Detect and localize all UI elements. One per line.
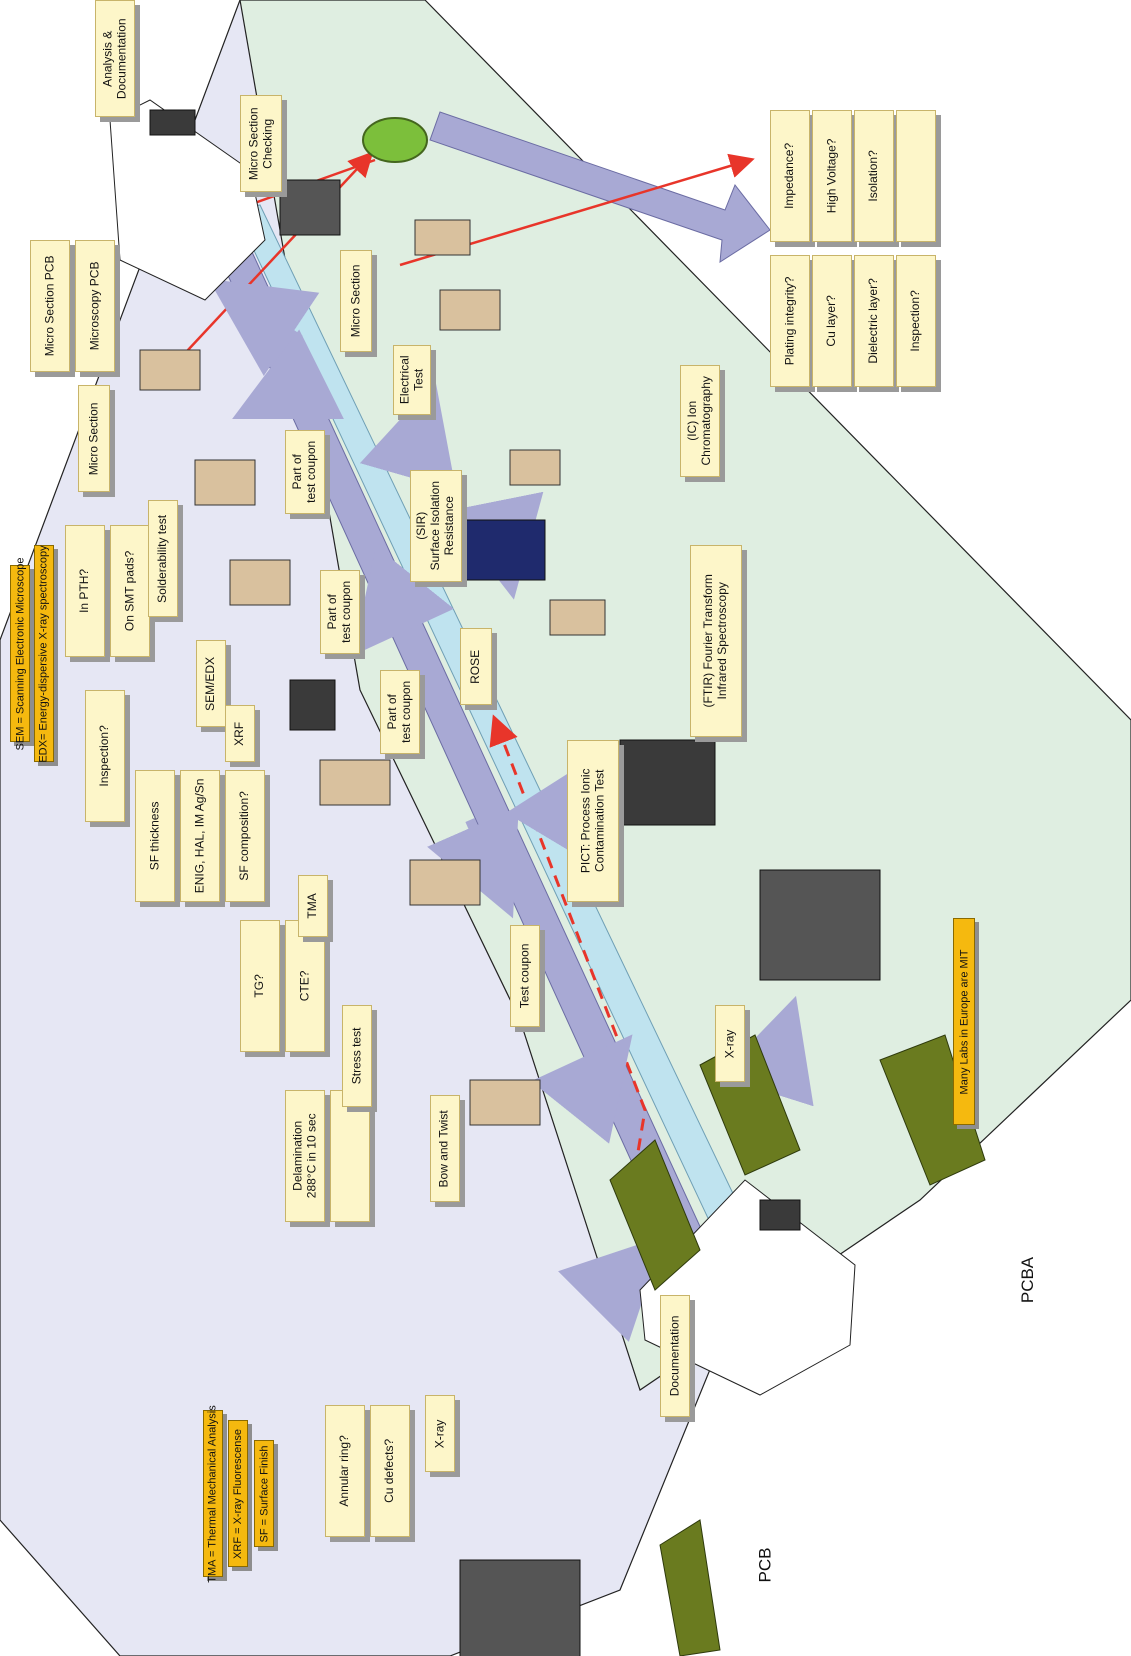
desk-4 [319, 759, 391, 806]
desk-2 [194, 459, 256, 506]
legend-tma: TMA = Thermal Mechanical Analysis [203, 1405, 223, 1582]
station-documentation: Documentation [660, 1295, 690, 1417]
q-microscopy-pcb: Microscopy PCB [75, 240, 115, 372]
station-ion-chromatography: (IC) Ion Chromatography [680, 365, 720, 477]
desk-1 [139, 349, 201, 391]
q-dielectric-layer: Dielectric layer? [854, 255, 894, 387]
station-pict: PICT: Process Ionic Contamination Test [567, 740, 619, 902]
documentation-equipment [759, 1199, 801, 1231]
pcb-board-4 [659, 1519, 721, 1656]
station-xray-right: X-ray [715, 1005, 745, 1082]
legend-mit: Many Labs in Europe are MIT [953, 918, 975, 1125]
pcba-lab-floor [239, 0, 1131, 1391]
q-in-pth: In PTH? [65, 525, 105, 657]
section-pcb: PCB [755, 1547, 775, 1583]
q-inspection-left: Inspection? [85, 690, 125, 822]
station-solderability-test: Solderability test [148, 500, 178, 617]
analysis-equipment [149, 109, 196, 136]
red-dashed-path [489, 714, 647, 1171]
q-plating-integrity: Plating integrity? [770, 255, 810, 387]
station-sir: (SIR) Surface Isolation Resistance [410, 470, 462, 582]
station-sem-edx: SEM/EDX [196, 640, 226, 727]
pcb-board-1 [609, 1139, 701, 1291]
legend-sem: SEM = Scanning Electronic Microscope [10, 557, 30, 750]
section-pcba: PCBA [1018, 1256, 1038, 1304]
desk-9 [509, 449, 561, 486]
analysis-room [109, 99, 266, 301]
micro-section-checking-equipment [279, 179, 341, 236]
legend-edx: EDX= Energy-dispersive X-ray spectroscop… [34, 545, 54, 762]
q-annular-ring: Annular ring? [325, 1405, 365, 1537]
desk-8 [439, 289, 501, 331]
q-tg: TG? [240, 920, 280, 1052]
q-impedance: Impedance? [770, 110, 810, 242]
station-rose: ROSE [460, 628, 492, 705]
q-isolation: Isolation? [854, 110, 894, 242]
desk-6 [469, 1079, 541, 1126]
q-delamination: Delamination 288°C in 10 sec [285, 1090, 325, 1222]
station-micro-section-top: Micro Section [78, 385, 110, 492]
xray-right-machine [759, 869, 881, 981]
station-part-coupon-1: Part of test coupon [285, 430, 325, 514]
big-arrow [429, 111, 771, 263]
legend-xrf: XRF = X-ray Fluorescense [228, 1420, 248, 1567]
station-tma: TMA [298, 875, 328, 937]
station-stress-test: Stress test [342, 1005, 372, 1107]
q-cu-layer: Cu layer? [812, 255, 852, 387]
desk-7 [414, 219, 471, 256]
q-blank-right [896, 110, 936, 242]
desk-5 [409, 859, 481, 906]
q-high-voltage: High Voltage? [812, 110, 852, 242]
station-xray-left: X-ray [425, 1395, 455, 1472]
station-part-coupon-3: Part of test coupon [380, 670, 420, 754]
pict-machine [619, 739, 716, 826]
q-cu-defects: Cu defects? [370, 1405, 410, 1537]
station-part-coupon-2: Part of test coupon [320, 570, 360, 654]
station-electrical-test: Electrical Test [393, 345, 431, 415]
station-xrf: XRF [225, 705, 255, 762]
station-test-coupon: Test coupon [510, 925, 540, 1027]
q-sf-thickness: SF thickness [135, 770, 175, 902]
station-ftir: (FTIR) Fourier Transform Infrared Spectr… [690, 545, 742, 737]
sir-chamber [459, 519, 546, 581]
q-micro-section-pcb: Micro Section PCB [30, 240, 70, 372]
pcb-board-3 [879, 1034, 986, 1186]
q-blank [330, 1090, 370, 1222]
desk-3 [229, 559, 291, 606]
station-micro-section-right: Micro Section [340, 250, 372, 352]
station-micro-section-checking: Micro Section Checking [240, 95, 282, 192]
q-cte: CTE? [285, 920, 325, 1052]
q-enig: ENIG, HAL, IM Ag/Sn [180, 770, 220, 902]
station-analysis-documentation: Analysis & Documentation [95, 0, 135, 117]
desk-10 [549, 599, 606, 636]
pcb-coil [362, 117, 428, 163]
q-inspection-right: Inspection? [896, 255, 936, 387]
xrf-machine [289, 679, 336, 731]
legend-sf: SF = Surface Finish [254, 1440, 274, 1547]
q-sf-composition: SF composition? [225, 770, 265, 902]
station-bow-twist: Bow and Twist [430, 1095, 460, 1202]
xray-left-machine [459, 1559, 581, 1656]
q-on-smt: On SMT pads? [110, 525, 150, 657]
